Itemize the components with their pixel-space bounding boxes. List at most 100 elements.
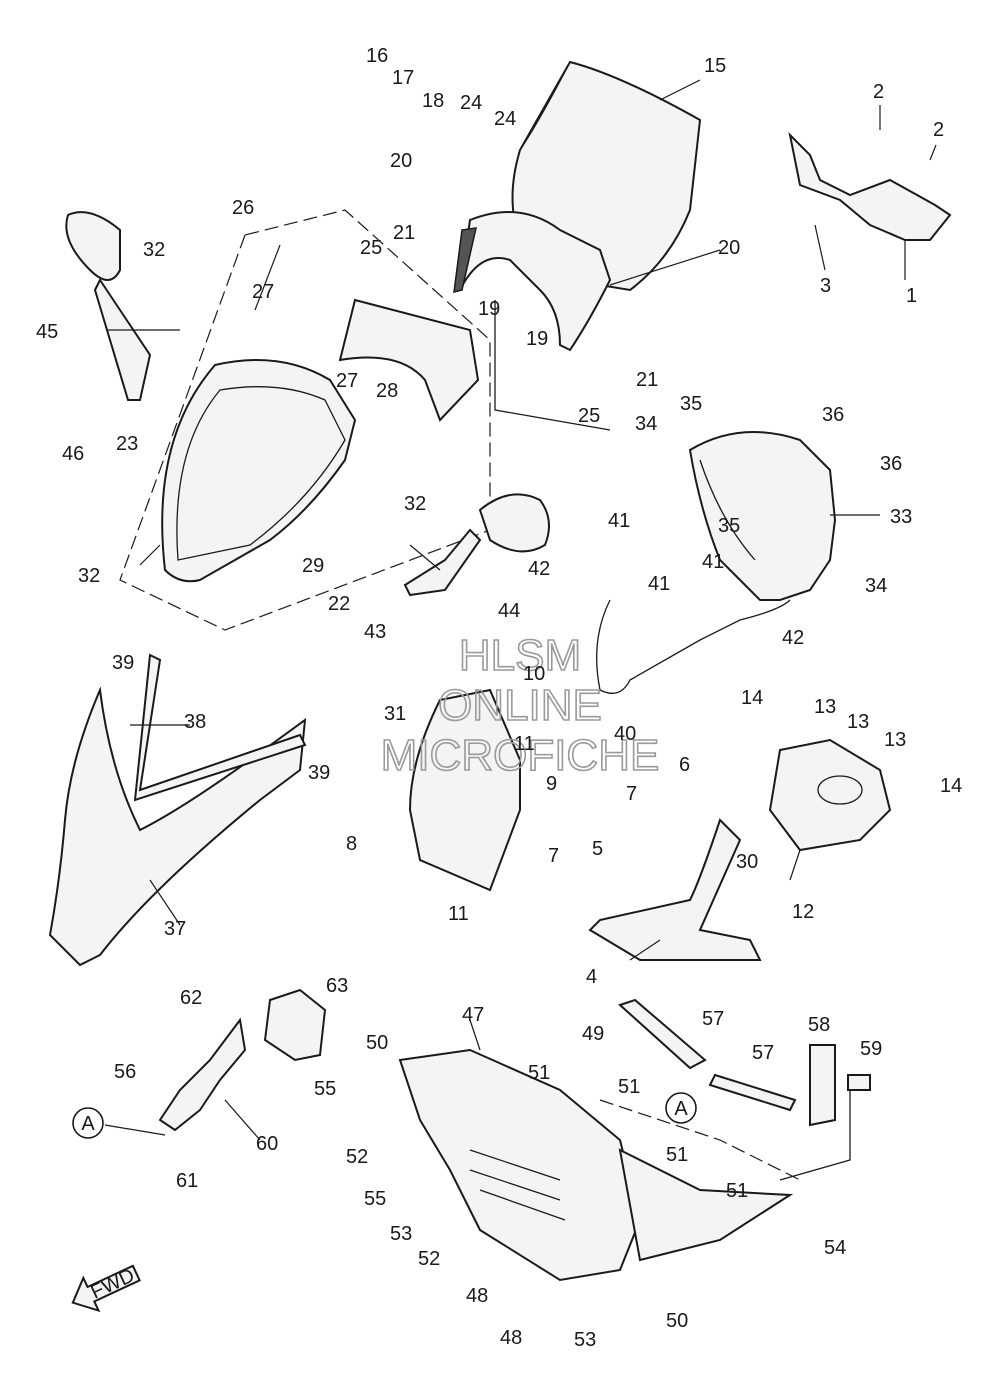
callout-1: 1 xyxy=(906,285,917,307)
callout-12: 12 xyxy=(792,901,814,923)
callout-61: 61 xyxy=(176,1170,198,1192)
meter-cover-part xyxy=(768,738,892,852)
callout-23: 23 xyxy=(116,433,138,455)
callout-51: 51 xyxy=(666,1144,688,1166)
callout-38: 38 xyxy=(184,711,206,733)
callout-58: 58 xyxy=(808,1014,830,1036)
callout-49: 49 xyxy=(582,1023,604,1045)
callout-60: 60 xyxy=(256,1133,278,1155)
callout-50: 50 xyxy=(666,1310,688,1332)
inner-cowl-part xyxy=(688,431,837,601)
callout-14: 14 xyxy=(940,775,962,797)
callout-19: 19 xyxy=(526,328,548,350)
callout-36: 36 xyxy=(880,453,902,475)
callout-47: 47 xyxy=(462,1004,484,1026)
callout-35: 35 xyxy=(718,515,740,537)
inner-panel-part xyxy=(338,298,480,422)
callout-53: 53 xyxy=(574,1329,596,1351)
callout-51: 51 xyxy=(618,1076,640,1098)
callout-41: 41 xyxy=(702,551,724,573)
callout-55: 55 xyxy=(364,1188,386,1210)
callout-25: 25 xyxy=(578,405,600,427)
callout-9: 9 xyxy=(546,773,557,795)
callout-25: 25 xyxy=(360,237,382,259)
callout-11: 11 xyxy=(448,903,469,925)
front-cowling-part xyxy=(48,653,307,967)
callout-32: 32 xyxy=(78,565,100,587)
svg-text:MICROFICHE: MICROFICHE xyxy=(381,731,660,780)
callout-39: 39 xyxy=(308,762,330,784)
callout-43: 43 xyxy=(364,621,386,643)
callout-21: 21 xyxy=(393,222,415,244)
callout-31: 31 xyxy=(384,703,406,725)
callout-29: 29 xyxy=(302,555,324,577)
svg-text:A: A xyxy=(674,1098,688,1120)
svg-text:FWD: FWD xyxy=(87,1264,138,1303)
callout-2: 2 xyxy=(873,81,884,103)
callout-24: 24 xyxy=(460,92,482,114)
callout-48: 48 xyxy=(466,1285,488,1307)
callout-13: 13 xyxy=(847,711,869,733)
callout-13: 13 xyxy=(814,696,836,718)
callout-22: 22 xyxy=(328,593,350,615)
callout-36: 36 xyxy=(822,404,844,426)
callout-40: 40 xyxy=(614,723,636,745)
callout-53: 53 xyxy=(390,1223,412,1245)
group-line-2 xyxy=(779,1090,851,1181)
leader-lines xyxy=(104,79,937,1141)
callout-4: 4 xyxy=(586,966,597,988)
callout-13: 13 xyxy=(884,729,906,751)
inner-panel-8-part xyxy=(408,688,521,892)
callout-50: 50 xyxy=(366,1032,388,1054)
callout-44: 44 xyxy=(498,600,520,622)
group-line xyxy=(494,300,611,431)
callout-10: 10 xyxy=(523,663,545,685)
reference-marker-right: A xyxy=(665,1092,697,1124)
callout-59: 59 xyxy=(860,1038,882,1060)
lower-cowling-part xyxy=(398,1048,794,1282)
callout-56: 56 xyxy=(114,1061,136,1083)
callout-46: 46 xyxy=(62,443,84,465)
reference-marker-left: A xyxy=(72,1107,104,1139)
callout-labels: 1 2 2 3 4 5 6 7 7 8 9 10 11 11 12 13 13 … xyxy=(36,45,962,1351)
side-cover-lower-part xyxy=(158,1017,247,1132)
duct-part xyxy=(263,988,327,1062)
callout-42: 42 xyxy=(782,627,804,649)
callout-39: 39 xyxy=(112,652,134,674)
callout-42: 42 xyxy=(528,558,550,580)
svg-text:HLSM: HLSM xyxy=(459,631,581,680)
callout-41: 41 xyxy=(608,510,630,532)
callout-33: 33 xyxy=(890,506,912,528)
callout-14: 14 xyxy=(741,687,763,709)
callout-15: 15 xyxy=(704,55,726,77)
callout-27: 27 xyxy=(252,281,274,303)
seal-strips xyxy=(618,998,871,1127)
callout-63: 63 xyxy=(326,975,348,997)
callout-62: 62 xyxy=(180,987,202,1009)
svg-text:A: A xyxy=(81,1113,95,1135)
callout-57: 57 xyxy=(702,1008,724,1030)
callout-34: 34 xyxy=(635,413,657,435)
callout-52: 52 xyxy=(418,1248,440,1270)
callout-41: 41 xyxy=(648,573,670,595)
callout-28: 28 xyxy=(376,380,398,402)
callout-20: 20 xyxy=(718,237,740,259)
callout-51: 51 xyxy=(726,1180,748,1202)
callout-18: 18 xyxy=(422,90,444,112)
callout-7: 7 xyxy=(548,845,559,867)
callout-45: 45 xyxy=(36,321,58,343)
callout-24: 24 xyxy=(494,108,516,130)
svg-text:ONLINE: ONLINE xyxy=(438,681,602,730)
under-panel-part xyxy=(588,818,762,961)
callout-54: 54 xyxy=(824,1237,846,1259)
callout-52: 52 xyxy=(346,1146,368,1168)
windshield-bracket-part xyxy=(453,211,612,352)
callout-17: 17 xyxy=(392,67,414,89)
callout-8: 8 xyxy=(346,833,357,855)
side-cover-part xyxy=(788,131,952,241)
callout-5: 5 xyxy=(592,838,603,860)
callout-32: 32 xyxy=(143,239,165,261)
mirror-left-part xyxy=(65,211,152,401)
callout-11: 11 xyxy=(514,733,535,755)
